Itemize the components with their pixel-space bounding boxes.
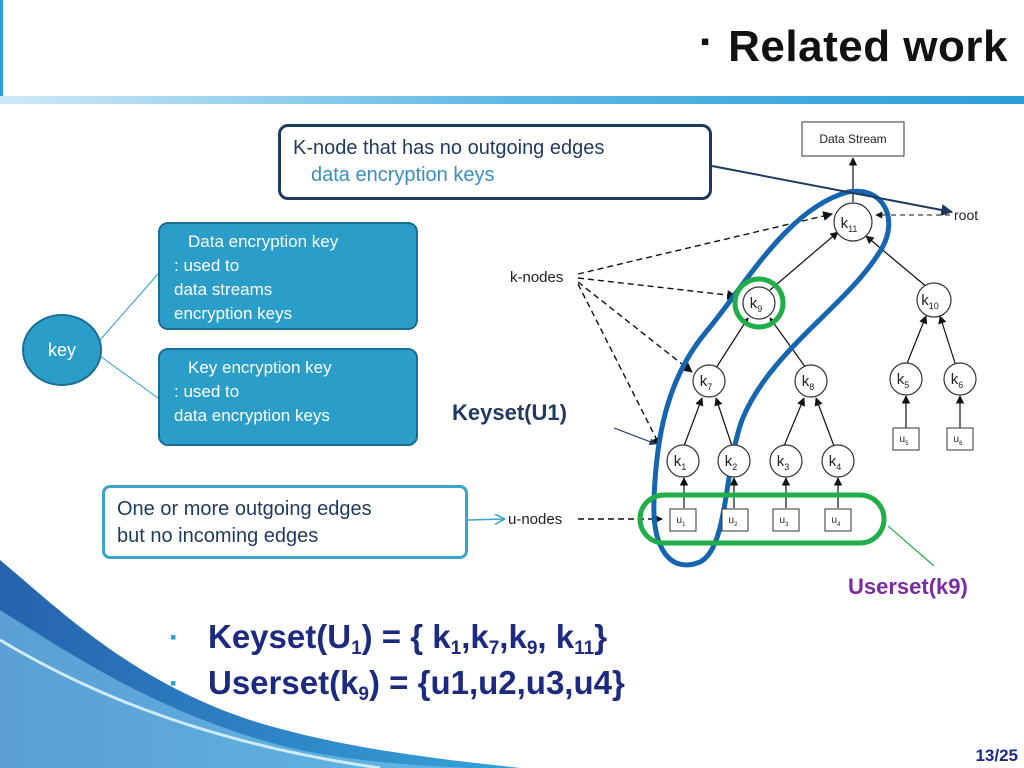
svg-text:k2: k2	[725, 453, 738, 472]
callout-unode-definition: One or more outgoing edges but no incomi…	[102, 485, 468, 559]
callout-unode-line1: One or more outgoing edges	[117, 498, 372, 520]
svg-text:k5: k5	[897, 371, 910, 390]
page-title: ▪ Related work	[700, 22, 1008, 72]
bullet-list: ▪ Keyset(U1) = { k1,k7,k9, k11} ▪ Userse…	[170, 614, 625, 706]
unode-u2: u2	[721, 508, 749, 532]
unode-u1: u1	[669, 508, 697, 532]
userset-connector	[887, 525, 935, 567]
key-circle: key	[22, 314, 102, 386]
svg-text:u4: u4	[832, 515, 842, 528]
keyset-label: Keyset(U1)	[452, 400, 567, 425]
callout-knode-line1: K-node that has no outgoing edges	[293, 137, 605, 159]
callout-left-connector	[467, 519, 504, 520]
userset-label: Userset(k9)	[848, 574, 968, 599]
svg-text:u5: u5	[900, 434, 910, 447]
dek-line4: encryption keys	[174, 304, 293, 323]
data-stream-label: Data Stream	[819, 132, 886, 146]
knode-k2: k2	[717, 444, 751, 478]
top-accent-bar	[0, 96, 1024, 104]
knode-k6: k6	[943, 362, 977, 396]
tree-edges	[679, 231, 965, 508]
data-encryption-key-box: Data encryption key : used to data strea…	[158, 222, 418, 330]
knode-k10: k10	[916, 282, 952, 318]
knode-k4: k4	[821, 444, 855, 478]
knode-k3: k3	[769, 444, 803, 478]
title-bullet: ▪	[700, 25, 711, 56]
key-branch-dek	[99, 273, 159, 341]
kek-line1: Key encryption key	[188, 358, 332, 377]
corner-wave-light	[0, 610, 470, 768]
bullet-marker: ▪	[170, 627, 177, 647]
unode-u3: u3	[772, 508, 800, 532]
unode-u4: u4	[824, 508, 852, 532]
svg-text:u6: u6	[954, 434, 964, 447]
key-encryption-key-box: Key encryption key : used to data encryp…	[158, 348, 418, 446]
bullet-marker: ▪	[170, 673, 177, 693]
knode-k8: k8	[794, 364, 828, 398]
svg-text:k1: k1	[674, 453, 687, 472]
svg-text:k10: k10	[921, 292, 939, 311]
unode-u6: u6	[946, 427, 974, 451]
key-branch-kek	[99, 355, 159, 399]
dek-line2: : used to	[174, 256, 240, 275]
callout-knode-line2: data encryption keys	[311, 164, 495, 186]
knodes-label: k-nodes	[510, 269, 563, 286]
page-number: 13/25	[975, 746, 1018, 765]
callout-unode-line2: but no incoming edges	[117, 525, 319, 547]
bullet-keyset: ▪ Keyset(U1) = { k1,k7,k9, k11}	[170, 614, 625, 660]
userset-highlight-ring	[637, 492, 887, 546]
svg-text:u2: u2	[729, 515, 739, 528]
svg-text:u1: u1	[677, 515, 687, 528]
svg-text:k9: k9	[750, 295, 763, 314]
svg-text:k3: k3	[777, 453, 790, 472]
dek-line3: data streams	[174, 280, 273, 299]
callout-knode-definition: K-node that has no outgoing edges data e…	[278, 124, 712, 200]
knode-k9: k9	[742, 286, 776, 320]
knode-k11: k11	[833, 202, 873, 242]
svg-text:k7: k7	[700, 373, 713, 392]
knode-k1: k1	[666, 444, 700, 478]
callout-top-connector	[711, 165, 954, 216]
kek-line3: data encryption keys	[174, 406, 330, 425]
bullet-userset: ▪ Userset(k9) = {u1,u2,u3,u4}	[170, 660, 625, 706]
title-text: Related work	[728, 22, 1008, 71]
keyset-highlight-ring	[651, 188, 892, 568]
corner-wave-highlight	[0, 638, 381, 768]
unodes-label: u-nodes	[508, 511, 562, 528]
unode-u5: u5	[892, 427, 920, 451]
root-label: root	[954, 207, 978, 223]
left-edge-line	[0, 0, 3, 100]
knode-k5: k5	[889, 362, 923, 396]
dek-line1: Data encryption key	[188, 232, 339, 251]
knode-pointer-arrows	[577, 211, 833, 447]
data-stream-box	[801, 121, 905, 157]
kek-line2: : used to	[174, 382, 240, 401]
userset-node-ring	[732, 276, 786, 330]
svg-text:k6: k6	[951, 371, 964, 390]
keyset-connector	[613, 427, 657, 446]
svg-text:u3: u3	[780, 515, 790, 528]
svg-text:k8: k8	[802, 373, 815, 392]
knode-k7: k7	[692, 364, 726, 398]
svg-text:k4: k4	[829, 453, 842, 472]
svg-text:k11: k11	[841, 215, 858, 234]
